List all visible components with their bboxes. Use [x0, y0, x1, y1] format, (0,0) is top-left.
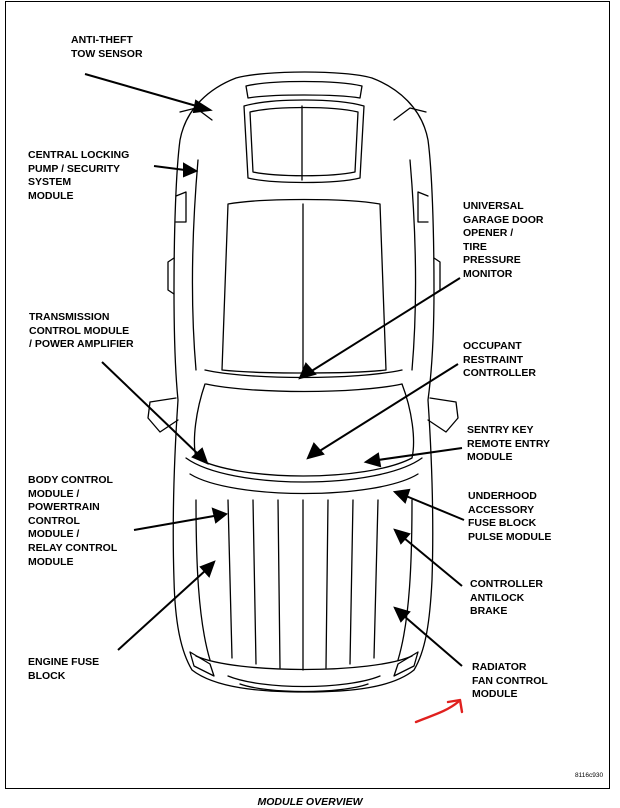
windshield: [193, 383, 415, 477]
label-body-control-module: BODY CONTROL MODULE / POWERTRAIN CONTROL…: [28, 474, 118, 568]
figure-frame: [5, 1, 610, 789]
leader-body-control: [133, 515, 215, 531]
hood: [195, 499, 211, 661]
leader-controller-antilock: [403, 537, 463, 587]
label-anti-theft-tow-sensor: ANTI-THEFT TOW SENSOR: [71, 34, 143, 60]
roof: [221, 198, 387, 374]
rear-window: [243, 99, 365, 184]
figure-code: 8116c930: [575, 772, 604, 779]
label-engine-fuse-block: ENGINE FUSE BLOCK: [28, 656, 100, 682]
label-radiator-fan-control-module: RADIATOR FAN CONTROL MODULE: [472, 661, 548, 701]
car-body-outline: [172, 71, 435, 693]
figure-caption: MODULE OVERVIEW: [257, 796, 363, 808]
label-occupant-restraint-controller: OCCUPANT RESTRAINT CONTROLLER: [463, 340, 536, 380]
leader-central-locking: [153, 165, 186, 171]
leader-engine-fuse: [117, 569, 207, 651]
label-controller-antilock-brake: CONTROLLER ANTILOCK BRAKE: [470, 578, 543, 618]
leader-universal-garage: [309, 277, 461, 373]
label-transmission-control-module: TRANSMISSION CONTROL MODULE / POWER AMPL…: [29, 311, 134, 351]
leader-anti-theft: [84, 73, 201, 108]
label-underhood-accessory-fuse-block: UNDERHOOD ACCESSORY FUSE BLOCK PULSE MOD…: [468, 490, 552, 543]
label-universal-garage-door-opener: UNIVERSAL GARAGE DOOR OPENER / TIRE PRES…: [463, 200, 544, 280]
front-bumper: [195, 655, 413, 671]
leader-underhood: [405, 495, 465, 521]
label-sentry-key-remote-entry: SENTRY KEY REMOTE ENTRY MODULE: [467, 424, 551, 464]
leader-sentry-key: [377, 447, 463, 461]
left-mirror: [147, 397, 179, 433]
red-annotation-arrow: [414, 698, 464, 724]
label-central-locking-pump: CENTRAL LOCKING PUMP / SECURITY SYSTEM M…: [28, 149, 130, 202]
leader-occupant: [317, 363, 459, 453]
right-mirror: [427, 397, 459, 433]
leader-transmission: [101, 361, 199, 455]
leader-radiator-fan: [403, 615, 463, 667]
